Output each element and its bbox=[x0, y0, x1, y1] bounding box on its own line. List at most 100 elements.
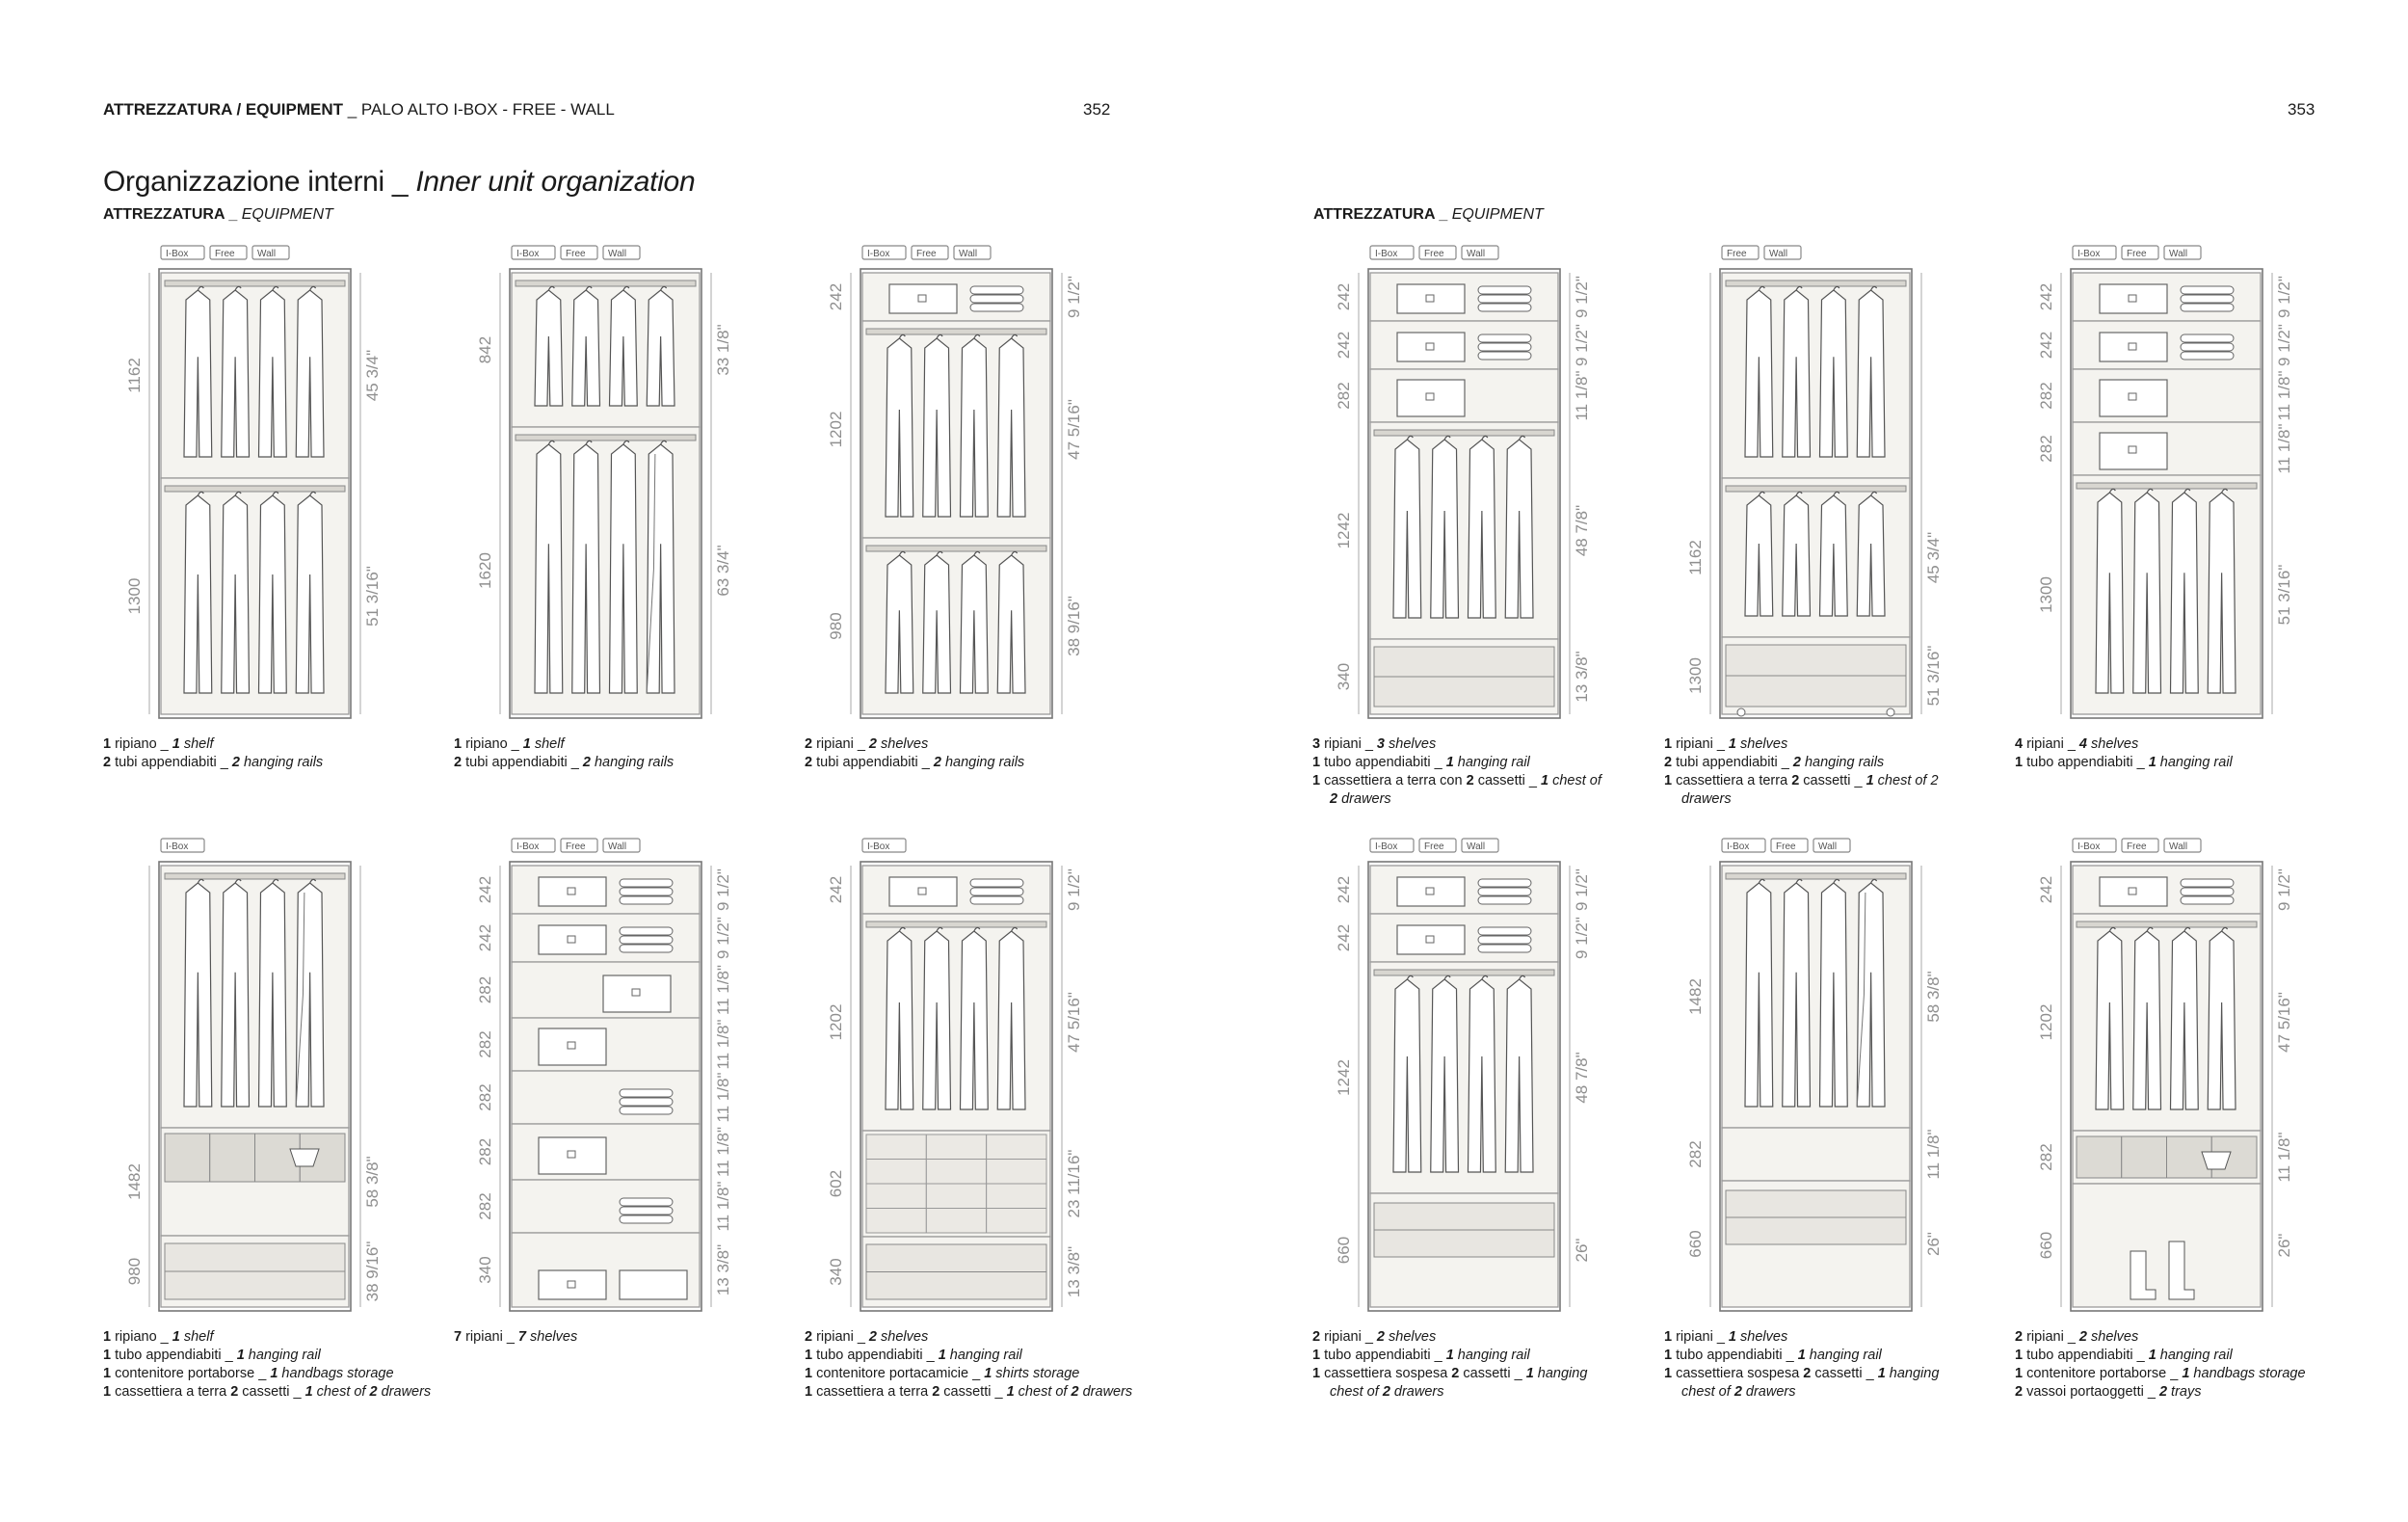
caption-text: hanging rail bbox=[1453, 1348, 1530, 1363]
caption-count: 1 bbox=[1006, 1384, 1015, 1400]
caption-count: 4 bbox=[2078, 736, 2087, 752]
caption-count: 1 bbox=[2148, 755, 2157, 770]
dim-mm: 340 bbox=[827, 1258, 845, 1285]
dim-inch: 48 7/8" bbox=[1573, 505, 1591, 556]
page-title-main: Organizzazione interni _ bbox=[103, 166, 416, 198]
caption-text: shelves bbox=[877, 736, 929, 752]
dim-mm: 1242 bbox=[1335, 1059, 1353, 1096]
caption-text: tubo appendiabiti _ bbox=[2023, 755, 2149, 770]
dim-mm: 602 bbox=[827, 1170, 845, 1197]
caption-count: 1 bbox=[2015, 1348, 2024, 1363]
caption-text: trays bbox=[2167, 1384, 2202, 1400]
caption-text: cassetti _ bbox=[1799, 773, 1866, 788]
caption-line: 1 ripiano _ 1 shelf bbox=[103, 735, 411, 754]
caption-count: 1 bbox=[172, 1329, 180, 1345]
caption-count: 1 bbox=[1445, 1348, 1454, 1363]
caption-text: hanging rail bbox=[2156, 1348, 2233, 1363]
badge-ibox bbox=[1369, 245, 1415, 260]
caption-line: 3 ripiani _ 3 shelves bbox=[1312, 735, 1621, 754]
badge-free bbox=[1721, 245, 1760, 260]
caption-count: 1 bbox=[522, 736, 531, 752]
caption-line: 2 tubi appendiabiti _ 2 hanging rails bbox=[805, 754, 1113, 772]
caption-count: 1 bbox=[1312, 755, 1321, 770]
caption-count: 1 bbox=[2015, 1366, 2024, 1381]
caption-count: 1 bbox=[1664, 1366, 1673, 1381]
badge-free bbox=[911, 245, 949, 260]
caption-count: 1 bbox=[2182, 1366, 2190, 1381]
dim-mm: 282 bbox=[476, 1192, 494, 1219]
dim-inch: 26" bbox=[2275, 1234, 2293, 1258]
caption-line: 1 tubo appendiabiti _ 1 hanging rail bbox=[2015, 754, 2323, 772]
caption-text: cassettiera a terra bbox=[111, 1384, 231, 1400]
caption-line: drawers bbox=[1664, 790, 1972, 809]
badge-ibox bbox=[861, 245, 907, 260]
badge-free bbox=[2121, 838, 2159, 853]
caption-count: 2 bbox=[1330, 791, 1338, 807]
caption-text: ripiani _ bbox=[1320, 1329, 1377, 1345]
caption-text: hanging rails bbox=[940, 755, 1025, 770]
caption-text: drawers bbox=[1389, 1384, 1444, 1400]
dim-mm: 1162 bbox=[1686, 540, 1705, 575]
badge-label: Free bbox=[566, 249, 586, 259]
caption-count: 2 bbox=[933, 755, 941, 770]
caption-line: 1 tubo appendiabiti _ 1 hanging rail bbox=[805, 1347, 1113, 1365]
caption-text: cassetti _ bbox=[939, 1384, 1007, 1400]
badge-free bbox=[209, 245, 248, 260]
caption-text: hanging bbox=[1885, 1366, 1940, 1381]
dim-inch: 63 3/4" bbox=[714, 545, 732, 596]
caption-count: 1 bbox=[1312, 773, 1321, 788]
subtitle-right-italic: EQUIPMENT bbox=[1451, 206, 1544, 223]
caption-count: 1 bbox=[103, 1329, 112, 1345]
dim-mm: 1300 bbox=[125, 578, 144, 615]
dim-mm: 242 bbox=[2037, 876, 2055, 903]
dim-inch: 11 1/8" bbox=[714, 1127, 732, 1177]
dim-inch: 48 7/8" bbox=[1573, 1052, 1591, 1103]
dim-mm: 242 bbox=[827, 876, 845, 903]
dim-mm: 1620 bbox=[476, 552, 494, 589]
caption-text: hanging rails bbox=[239, 755, 324, 770]
caption-count: 1 bbox=[1797, 1348, 1806, 1363]
badge-label: I-Box bbox=[516, 249, 539, 259]
unit-sections bbox=[160, 272, 350, 715]
caption-count: 1 bbox=[1877, 1366, 1886, 1381]
caption-count: 1 bbox=[270, 1366, 278, 1381]
caption-count: 2 bbox=[1466, 773, 1474, 788]
badge-free bbox=[1770, 838, 1809, 853]
badge-ibox bbox=[1721, 838, 1766, 853]
caption-text: ripiani _ bbox=[1672, 1329, 1729, 1345]
unit-sections bbox=[160, 865, 350, 1308]
dim-inch: 38 9/16" bbox=[363, 1242, 382, 1302]
caption-line: 1 cassettiera a terra con 2 cassetti _ 1… bbox=[1312, 772, 1621, 790]
caption-text: chest of bbox=[1548, 773, 1601, 788]
badge-free bbox=[1418, 245, 1457, 260]
caption-count: 7 bbox=[454, 1329, 463, 1345]
caption-count: 3 bbox=[1312, 736, 1321, 752]
badge-label: I-Box bbox=[1375, 249, 1397, 259]
dim-mm: 1482 bbox=[125, 1163, 144, 1200]
caption-count: 1 bbox=[984, 1366, 992, 1381]
badge-label: Free bbox=[1727, 249, 1747, 259]
caption-text: hanging rail bbox=[1805, 1348, 1882, 1363]
caption-line: 2 vassoi portaoggetti _ 2 trays bbox=[2015, 1383, 2323, 1402]
badge-label: Free bbox=[566, 841, 586, 852]
caption-line: 7 ripiani _ 7 shelves bbox=[454, 1328, 762, 1347]
caption-line: 1 tubo appendiabiti _ 1 hanging rail bbox=[1664, 1347, 1972, 1365]
caption-count: 1 bbox=[1664, 773, 1673, 788]
caption-text: cassetti _ bbox=[1459, 1366, 1526, 1381]
caption-text: hanging rail bbox=[244, 1348, 321, 1363]
dim-inch: 51 3/16" bbox=[1924, 646, 1943, 707]
caption-line: 1 contenitore portaborse _ 1 handbags st… bbox=[2015, 1365, 2323, 1383]
dim-inch: 9 1/2" bbox=[2275, 276, 2293, 318]
badge-label: Free bbox=[1424, 249, 1444, 259]
dim-mm: 660 bbox=[2037, 1232, 2055, 1259]
